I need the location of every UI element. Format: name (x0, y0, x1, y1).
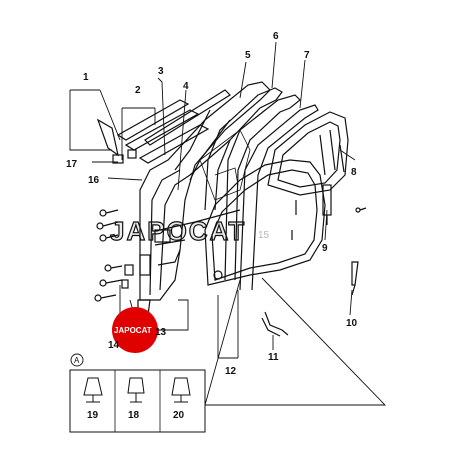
callout-9: 9 (322, 243, 328, 254)
callout-8: 8 (351, 167, 357, 178)
glass-run-loop (204, 159, 326, 286)
inset-a-box (69, 353, 206, 433)
callout-labels: 1 2 3 4 5 6 7 8 9 10 11 12 13 14 15 16 1… (66, 31, 358, 421)
fastener-bolts (94, 209, 151, 316)
callout-16: 16 (88, 175, 100, 186)
callout-10: 10 (346, 318, 358, 329)
window-frame-parts (204, 87, 349, 291)
callout-13: 13 (155, 327, 167, 338)
callout-6: 6 (273, 31, 279, 42)
callout-15: 15 (258, 230, 270, 241)
callout-20: 20 (173, 410, 185, 421)
callout-2: 2 (135, 85, 141, 96)
logo-text: JAPOCAT (114, 326, 152, 335)
callout-14: 14 (108, 340, 120, 351)
callout-4: 4 (183, 81, 189, 92)
callout-19: 19 (87, 410, 99, 421)
inset-marker-a: A (74, 356, 80, 365)
callout-3: 3 (158, 66, 164, 77)
callout-1: 1 (83, 72, 89, 83)
callout-17: 17 (66, 159, 78, 170)
callout-11: 11 (268, 352, 279, 363)
watermark-text: JAPOCAT (110, 216, 246, 246)
door-shell (139, 81, 271, 301)
weatherstrip-bars (96, 89, 231, 164)
leader-lines (69, 41, 387, 406)
callout-18: 18 (128, 410, 140, 421)
callout-5: 5 (245, 50, 251, 61)
brand-logo: JAPOCAT (112, 307, 158, 353)
callout-12: 12 (225, 366, 237, 377)
callout-7: 7 (304, 50, 310, 61)
